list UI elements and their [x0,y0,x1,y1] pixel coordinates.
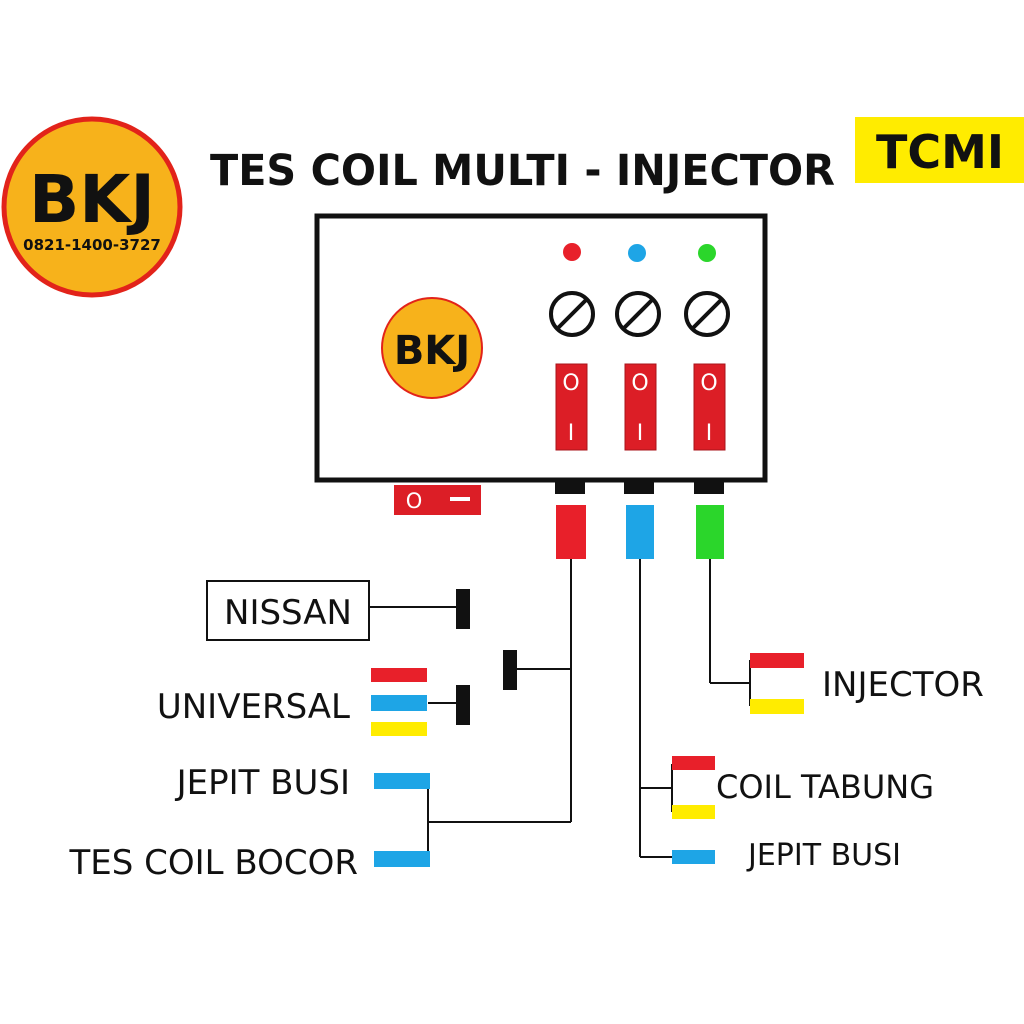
red-cable-branch [370,559,572,859]
universal-connector [456,685,470,725]
tester-device: BKJ O I O I O [314,213,768,515]
switch-on-symbol: I [706,421,713,446]
nissan-connector [456,589,470,629]
power-switch[interactable]: O [394,485,481,515]
coil-tabung-yellow-clip [672,805,715,819]
bkj-logo: BKJ 0821-1400-3727 [1,116,183,298]
jepit-busi-left-clip [374,773,430,789]
switch-on-symbol: I [568,421,575,446]
injector-label: INJECTOR [822,665,984,705]
socket-1 [555,480,585,494]
blue-cable-branch [639,559,673,858]
switch-on-symbol: I [637,421,644,446]
jepit-busi-right-clip [672,850,715,864]
led-green-indicator [698,244,716,262]
logo-text: BKJ [29,161,155,238]
page-title: TES COIL MULTI - INJECTOR [210,146,835,196]
jepit-busi-left-label: JEPIT BUSI [175,763,350,803]
universal-label: UNIVERSAL [157,687,350,727]
power-off-symbol: O [406,489,423,513]
coil-tabung-label: COIL TABUNG [716,768,934,806]
nissan-label: NISSAN [224,593,352,633]
badge-background [855,117,1024,183]
knob-2[interactable] [615,291,661,337]
injector-red-clip [750,653,804,668]
tes-coil-bocor-clip [374,851,430,867]
led-blue-indicator [628,244,646,262]
universal-red-clip [371,668,427,682]
tes-coil-bocor-label: TES COIL BOCOR [68,843,358,883]
green-cable-branch [709,559,751,706]
switch-off-symbol: O [700,371,717,396]
universal-yellow-clip [371,722,427,736]
universal-blue-clip [371,695,427,711]
plug-green [696,505,724,559]
logo-phone: 0821-1400-3727 [23,236,161,254]
led-red-indicator [563,243,581,261]
junction-connector [503,650,517,690]
injector-yellow-clip [750,699,804,714]
plug-blue [626,505,654,559]
coil-tabung-red-clip [672,756,715,770]
model-badge: TCMI [855,117,1024,183]
badge-text: TCMI [876,125,1004,179]
power-on-mark [450,497,470,501]
rocker-switch-2[interactable]: O I [624,363,657,451]
jepit-busi-right-label: JEPIT BUSI [746,838,901,873]
knob-3[interactable] [684,291,730,337]
knob-1[interactable] [549,291,595,337]
rocker-switch-3[interactable]: O I [693,363,726,451]
logo-circle [1,116,183,298]
switch-off-symbol: O [631,371,648,396]
switch-off-symbol: O [562,371,579,396]
nissan-label-box [206,580,370,641]
socket-2 [624,480,654,494]
plug-red [556,505,586,559]
rocker-switch-1[interactable]: O I [555,363,588,451]
device-logo-text: BKJ [394,328,470,374]
socket-3 [694,480,724,494]
device-logo-circle [381,297,483,399]
